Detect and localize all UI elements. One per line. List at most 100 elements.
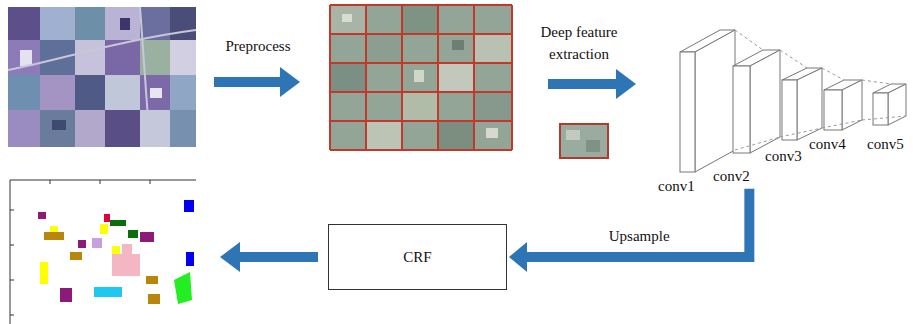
illustration-part bbox=[104, 214, 110, 222]
illustration-part bbox=[38, 212, 154, 302]
illustration-part bbox=[330, 4, 512, 6]
node-text: conv1 bbox=[657, 177, 696, 196]
illustration-part bbox=[94, 287, 122, 297]
illustration-part bbox=[8, 178, 196, 324]
illustration-part bbox=[750, 50, 780, 153]
illustration-part bbox=[170, 7, 196, 40]
illustration-part bbox=[140, 232, 154, 242]
illustration-part bbox=[330, 5, 512, 150]
layer-heading: conv5 bbox=[866, 135, 905, 154]
illustration-part bbox=[280, 67, 300, 97]
illustration-part bbox=[680, 52, 695, 172]
illustration-part bbox=[184, 200, 194, 212]
illustration-part bbox=[170, 40, 196, 75]
illustration-part bbox=[473, 5, 475, 150]
illustration-part bbox=[40, 40, 75, 75]
illustration-part bbox=[8, 7, 196, 147]
illustration-part bbox=[366, 34, 402, 63]
illustration-part bbox=[486, 128, 498, 138]
illustration-part bbox=[220, 242, 240, 272]
illustration-part bbox=[50, 180, 51, 184]
classification-map bbox=[8, 178, 196, 324]
illustration-part bbox=[452, 40, 464, 50]
output-arrow bbox=[220, 242, 318, 272]
illustration-part bbox=[862, 80, 891, 84]
illustration-part bbox=[112, 244, 140, 276]
extraction-arrow bbox=[548, 69, 636, 99]
illustration-part bbox=[342, 14, 352, 22]
node-text: conv4 bbox=[808, 135, 847, 154]
illustration-part bbox=[78, 240, 86, 248]
illustration-part bbox=[330, 5, 512, 150]
illustration-part bbox=[122, 244, 132, 254]
illustration-part bbox=[616, 69, 636, 99]
illustration-part bbox=[438, 121, 474, 150]
illustration-part bbox=[92, 238, 102, 248]
illustration-part bbox=[8, 75, 40, 110]
illustration-part bbox=[438, 63, 474, 92]
illustration-part bbox=[10, 180, 11, 324]
illustration-part bbox=[44, 232, 160, 304]
image-patch bbox=[560, 124, 608, 158]
illustration-part bbox=[822, 68, 844, 80]
illustration-part bbox=[586, 140, 600, 152]
illustration-part bbox=[735, 30, 906, 150]
tiled-image bbox=[330, 5, 512, 150]
illustration-part bbox=[140, 7, 150, 147]
node-text: conv3 bbox=[764, 147, 803, 166]
cnn-layers bbox=[680, 30, 906, 172]
illustration-part bbox=[824, 90, 842, 130]
illustration-part bbox=[20, 50, 32, 66]
illustration-part bbox=[40, 75, 75, 110]
illustration-part bbox=[330, 33, 512, 35]
illustration-part bbox=[330, 149, 512, 151]
step-label: Preprocess bbox=[208, 36, 308, 58]
illustration-part bbox=[10, 280, 14, 281]
arrowhead bbox=[509, 242, 527, 272]
illustration-part bbox=[170, 75, 196, 110]
layer-heading: conv1 bbox=[657, 177, 696, 196]
illustration-part bbox=[110, 220, 126, 226]
illustration-part bbox=[10, 245, 14, 246]
illustration-part bbox=[873, 93, 888, 125]
illustration-part bbox=[366, 121, 402, 150]
illustration-part bbox=[8, 110, 40, 147]
preprocess-arrow bbox=[214, 67, 300, 97]
layer-heading: conv3 bbox=[764, 147, 803, 166]
connector-line bbox=[525, 189, 749, 257]
illustration-part bbox=[474, 92, 512, 121]
illustration-part bbox=[474, 34, 512, 63]
illustration-part bbox=[330, 91, 512, 93]
process-box: CRF bbox=[328, 224, 507, 290]
illustration-part bbox=[330, 120, 512, 122]
illustration-part bbox=[105, 75, 140, 110]
illustration-part bbox=[150, 180, 151, 184]
node-text: conv2 bbox=[712, 167, 751, 186]
illustration-part bbox=[511, 5, 513, 150]
illustration-part bbox=[888, 84, 906, 125]
illustration-part bbox=[128, 230, 138, 238]
illustration-part bbox=[437, 5, 439, 150]
illustration-part bbox=[401, 5, 403, 150]
node-text: conv5 bbox=[866, 135, 905, 154]
illustration-part bbox=[402, 5, 438, 34]
layer-heading: conv4 bbox=[808, 135, 847, 154]
illustration-part bbox=[40, 7, 75, 40]
illustration-part bbox=[414, 70, 424, 82]
illustration-part bbox=[733, 66, 750, 153]
illustration-part bbox=[148, 294, 160, 304]
illustration-part bbox=[100, 180, 101, 184]
illustration-part bbox=[238, 252, 318, 262]
illustration-part bbox=[365, 5, 367, 150]
illustration-part bbox=[174, 272, 192, 304]
illustration-part bbox=[822, 120, 862, 128]
illustration-part bbox=[60, 288, 72, 302]
node-text: CRF bbox=[403, 248, 431, 267]
illustration-part bbox=[560, 124, 608, 158]
edge-label: Upsample bbox=[607, 228, 672, 245]
illustration-part bbox=[330, 63, 366, 92]
illustration-part bbox=[735, 30, 763, 50]
illustration-part bbox=[40, 262, 48, 284]
illustration-part bbox=[10, 180, 196, 324]
